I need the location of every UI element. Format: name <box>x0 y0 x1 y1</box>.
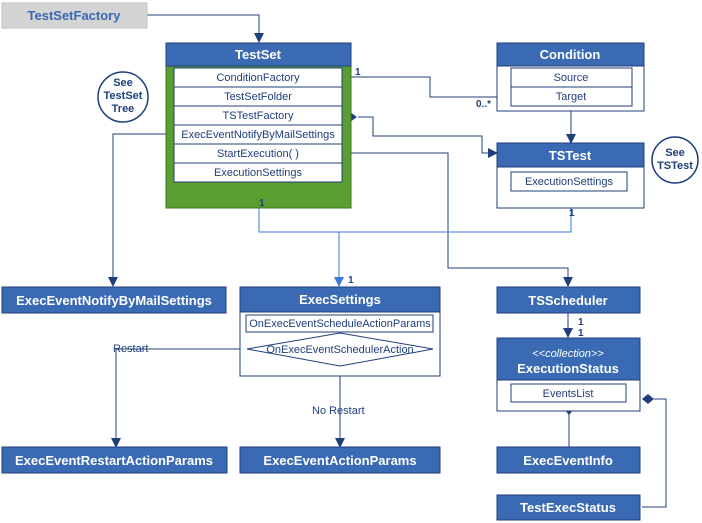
eventinfo-box-title: ExecEventInfo <box>523 453 613 468</box>
testset-row-label: StartExecution( ) <box>217 148 299 160</box>
mult-execsettings: 1 <box>348 275 354 286</box>
mult-testset-bottom: 1 <box>259 198 265 209</box>
tstest-row-label: ExecutionSettings <box>525 176 614 188</box>
notify-arrow <box>108 133 172 287</box>
condition-title: Condition <box>540 47 601 62</box>
execsettings-row-label: OnExecEventScheduleActionParams <box>249 318 431 330</box>
restart-action-params-box[interactable]: ExecEventRestartActionParams <box>1 446 228 474</box>
restart-arrow <box>111 348 247 448</box>
testset-row-label: ExecEventNotifyByMailSettings <box>181 129 335 141</box>
tsscheduler-box[interactable]: TSScheduler <box>496 286 641 314</box>
executionstatus-row-label: EventsList <box>543 388 594 400</box>
notify-box[interactable]: ExecEventNotifyByMailSettings <box>1 286 227 314</box>
condition-row-label: Target <box>556 91 587 103</box>
scheduler-action-decision[interactable] <box>246 332 434 367</box>
conditionfactory-to-condition-line <box>340 76 511 102</box>
testset-row-label: TSTestFactory <box>223 110 294 122</box>
testexecstatus-box[interactable]: TestExecStatus <box>496 494 641 521</box>
execsettings-title: ExecSettings <box>299 292 381 307</box>
testset-row-label: TestSetFolder <box>224 91 292 103</box>
see-testset-tree-circle[interactable]: See TestSet Tree <box>97 71 149 123</box>
mult-sched-a: 1 <box>578 317 584 328</box>
startexecution-to-tsscheduler-line <box>340 152 573 287</box>
testset-row-label: ExecutionSettings <box>214 167 303 179</box>
see-tstest-circle[interactable]: See TSTest <box>651 136 699 184</box>
mult-tstest-bottom: 1 <box>569 208 575 219</box>
executionstatus-stereotype: <<collection>> <box>532 348 604 360</box>
see-tstest-line2: TSTest <box>657 160 693 172</box>
see-testset-line2: TestSet <box>104 90 143 102</box>
testset-to-execsettings-line <box>258 208 344 287</box>
restart-label: Restart <box>113 343 148 355</box>
tstest-class[interactable]: TSTest ExecutionSettings <box>496 142 645 209</box>
factory-to-testset-arrow <box>147 14 264 43</box>
tstest-header <box>496 142 645 168</box>
testsetfactory-label: TestSetFactory <box>28 8 122 23</box>
executionstatus-header <box>496 337 641 381</box>
tstest-row-executionsettings[interactable] <box>510 171 628 192</box>
execsettings-row[interactable] <box>245 314 434 333</box>
composition-diamond-executionstatus <box>642 394 654 404</box>
testset-class[interactable]: TestSet ConditionFactory TestSetFolder T… <box>165 42 352 209</box>
testexecstatus-line <box>642 398 667 508</box>
action-params-box[interactable]: ExecEventActionParams <box>239 446 441 474</box>
tstestfactory-to-tstest-line <box>358 116 498 158</box>
tstest-title: TSTest <box>549 148 592 163</box>
execsettings-header <box>239 286 441 313</box>
condition-class[interactable]: Condition Source Target <box>496 42 645 112</box>
see-tstest-line1: See <box>665 147 685 159</box>
execeventinfo-box[interactable]: ExecEventInfo <box>496 446 641 474</box>
condition-row-label: Source <box>554 72 589 84</box>
executionstatus-row-eventslist[interactable] <box>510 383 627 403</box>
testsetfactory-box[interactable]: TestSetFactory <box>1 2 148 29</box>
testset-header <box>165 42 352 67</box>
tsscheduler-title: TSScheduler <box>528 293 607 308</box>
executionstatus-title: ExecutionStatus <box>517 361 619 376</box>
testset-row-label: ConditionFactory <box>216 72 300 84</box>
action-box-title: ExecEventActionParams <box>263 453 416 468</box>
no-restart-label: No Restart <box>312 405 365 417</box>
tstest-to-execsettings-line <box>339 208 572 233</box>
condition-row-target[interactable] <box>510 86 633 107</box>
labels: 1 0..* 1 1 1 1 1 Restart No Restart <box>113 67 584 417</box>
mult-target: 0..* <box>476 99 491 110</box>
mult-conditionfactory: 1 <box>355 67 361 78</box>
see-testset-line1: See <box>113 77 133 89</box>
condition-header <box>496 42 645 67</box>
decision-label: OnExecEventSchedulerAction <box>266 344 413 356</box>
testset-row-executionsettings[interactable] <box>173 162 343 183</box>
restart-box-title: ExecEventRestartActionParams <box>15 453 213 468</box>
execsettings-class[interactable]: ExecSettings OnExecEventScheduleActionPa… <box>239 286 441 377</box>
testset-title: TestSet <box>235 47 282 62</box>
see-testset-line3: Tree <box>112 103 135 115</box>
executionstatus-class[interactable]: <<collection>> ExecutionStatus EventsLis… <box>496 337 641 412</box>
mult-sched-b: 1 <box>578 328 584 339</box>
notify-box-title: ExecEventNotifyByMailSettings <box>16 293 212 308</box>
testexecstatus-box-title: TestExecStatus <box>520 500 616 515</box>
